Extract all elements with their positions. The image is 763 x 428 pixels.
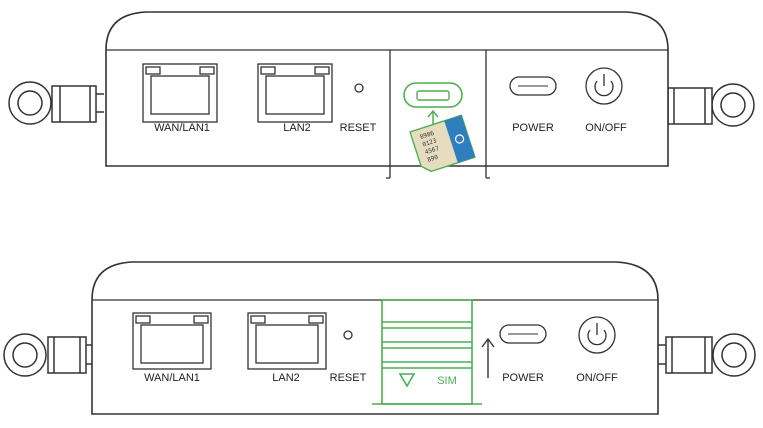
sim-card-text: 8986: [419, 130, 435, 141]
power-button-icon: [585, 67, 623, 105]
power-button-icon: [578, 316, 616, 354]
ethernet-port-icon: [132, 312, 212, 370]
router-top: 8986 0123 4567 890 WAN/LAN1 LAN2 RESET P…: [8, 11, 755, 179]
onoff-label: ON/OFF: [576, 372, 618, 384]
ethernet-port-icon: [142, 63, 218, 123]
reset-hole-icon: [354, 83, 364, 93]
reset-hole-icon: [343, 330, 353, 340]
sim-card-text: 890: [427, 154, 440, 164]
router-bottom: WAN/LAN1 LAN2 RESET SIM POWER ON/OFF: [3, 261, 756, 415]
sim-card-text: 0123: [422, 137, 438, 148]
router-body: [91, 261, 659, 415]
usb-c-power-port-icon: [509, 76, 557, 96]
sim-tray-icon: [403, 82, 463, 128]
antenna-right-icon: [660, 83, 755, 127]
power-label: POWER: [512, 122, 554, 134]
usb-c-power-port-icon: [499, 324, 547, 344]
lan2-label: LAN2: [272, 372, 300, 384]
reset-label: RESET: [330, 372, 367, 384]
sim-card-icon: 8986 0123 4567 890: [409, 114, 476, 173]
sim-label: SIM: [437, 375, 457, 387]
ethernet-port-icon: [257, 63, 333, 123]
antenna-left-icon: [8, 81, 104, 125]
wan-label: WAN/LAN1: [154, 122, 210, 134]
power-label: POWER: [502, 372, 544, 384]
reset-label: RESET: [340, 122, 377, 134]
sim-slot: [386, 50, 490, 179]
onoff-label: ON/OFF: [585, 122, 627, 134]
sim-card-text: 4567: [424, 145, 440, 156]
ethernet-port-icon: [247, 312, 327, 370]
router-body: [105, 11, 669, 167]
antenna-left-icon: [3, 333, 92, 377]
lan2-label: LAN2: [283, 122, 311, 134]
antenna-right-icon: [658, 333, 756, 377]
sim-cover-icon: [372, 299, 482, 405]
arrow-up-icon: [481, 337, 495, 378]
wan-label: WAN/LAN1: [144, 372, 200, 384]
